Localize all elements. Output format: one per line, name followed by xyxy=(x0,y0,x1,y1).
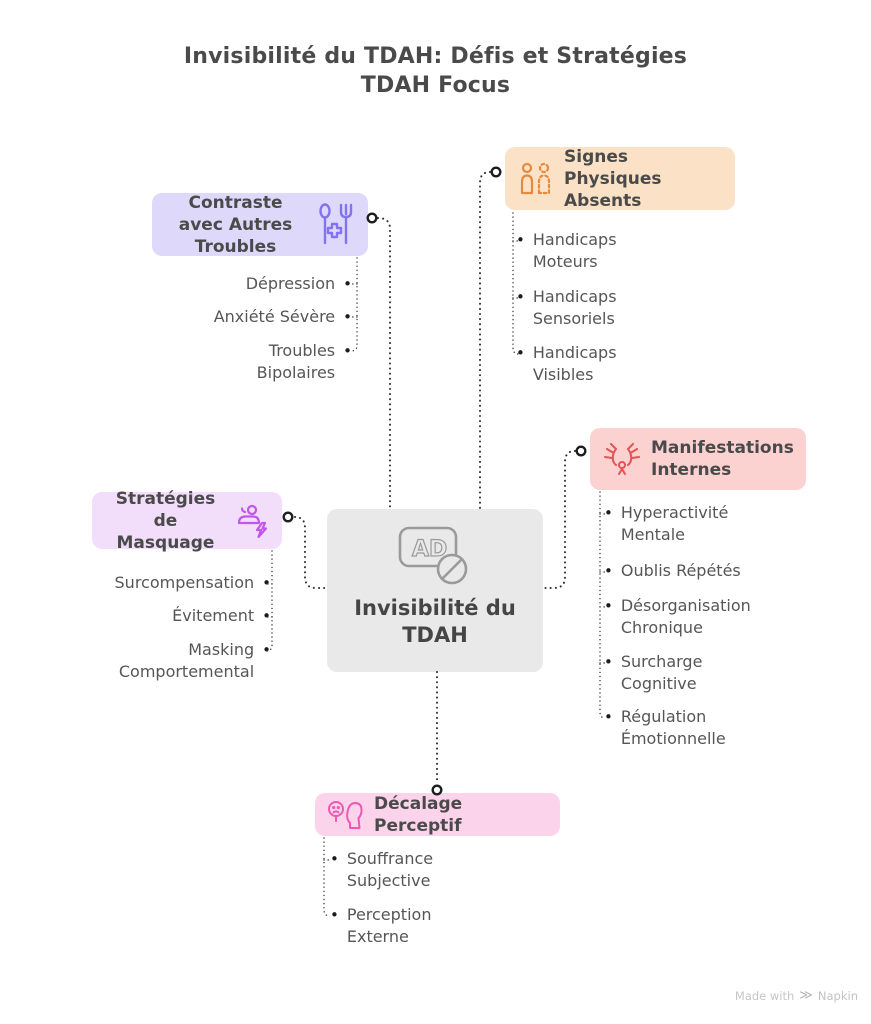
item-text: Régulation Émotionnelle xyxy=(620,707,726,748)
list-item: • Handicaps Visibles xyxy=(516,342,643,386)
made-with-napkin-watermark: Made with ≫ Napkin xyxy=(735,988,858,1003)
ad-prohibited-icon: AD xyxy=(398,526,468,585)
anchor-circle-signes xyxy=(490,166,502,178)
connector-masquage xyxy=(294,516,328,589)
bullet-dot: • xyxy=(343,308,352,326)
branch-node-manifestations: Manifestations Internes xyxy=(590,428,806,490)
sublist-line-contraste xyxy=(350,257,358,352)
center-node-invisibilite-tdah: AD Invisibilité du TDAH xyxy=(327,509,543,672)
diagram-title: Invisibilité du TDAH: Défis et Stratégie… xyxy=(0,42,871,100)
branch-node-masquage: Stratégies de Masquage xyxy=(92,489,282,553)
stress-hands-person-icon xyxy=(603,442,641,476)
item-text: Masking Comportemental xyxy=(118,640,255,681)
bullet-dot: • xyxy=(516,344,525,362)
list-item: Troubles Bipolaires • xyxy=(207,340,352,384)
list-item: • Oublis Répétés xyxy=(604,560,771,582)
list-item: • Handicaps Sensoriels xyxy=(516,286,643,330)
bullet-dot: • xyxy=(343,275,352,293)
list-item: • Souffrance Subjective xyxy=(330,848,457,892)
two-people-lightning-icon xyxy=(237,504,268,538)
list-item: • Surcharge Cognitive xyxy=(604,651,771,695)
item-text: Handicaps Sensoriels xyxy=(532,287,617,328)
bullet-dot: • xyxy=(604,562,613,580)
connector-manifestations xyxy=(542,450,576,589)
item-text: Handicaps Visibles xyxy=(532,343,617,384)
branch-title: Stratégies de Masquage xyxy=(115,488,216,553)
two-people-one-faded-icon xyxy=(520,162,551,194)
item-text: Hyperactivité Mentale xyxy=(620,503,729,544)
bullet-dot: • xyxy=(604,597,613,615)
list-item: Dépression • xyxy=(207,273,352,295)
anchor-circle-contraste xyxy=(366,212,378,224)
sublist-line-masquage xyxy=(265,550,273,652)
branch-title: Décalage Perceptif xyxy=(374,793,463,836)
item-text: Surcharge Cognitive xyxy=(620,652,703,693)
branch-node-contraste: Contraste avec Autres Troubles xyxy=(152,192,368,257)
anchor-circle-masquage xyxy=(282,511,294,523)
branch-node-signes-physiques: Signes Physiques Absents xyxy=(505,146,735,211)
item-text: Oublis Répétés xyxy=(620,561,741,580)
napkin-logo-icon: ≫ xyxy=(799,988,813,1003)
list-item: • Hyperactivité Mentale xyxy=(604,502,771,546)
branch-node-decalage: Décalage Perceptif xyxy=(315,793,560,836)
branch-title: Contraste avec Autres Troubles xyxy=(178,192,293,257)
title-line-2: TDAH Focus xyxy=(360,73,511,98)
list-item: Masking Comportemental • xyxy=(104,639,271,683)
list-item: Anxiété Sévère • xyxy=(207,306,352,328)
watermark-brand: Napkin xyxy=(817,988,858,1003)
list-item: • Régulation Émotionnelle xyxy=(604,706,771,750)
bullet-dot: • xyxy=(330,906,339,924)
item-text: Dépression xyxy=(245,274,336,293)
center-node-label: Invisibilité du TDAH xyxy=(354,596,516,647)
branch-title: Signes Physiques Absents xyxy=(564,146,662,211)
list-item: Évitement • xyxy=(104,605,271,627)
title-line-1: Invisibilité du TDAH: Défis et Stratégie… xyxy=(183,44,688,69)
bullet-dot: • xyxy=(604,708,613,726)
item-text: Troubles Bipolaires xyxy=(256,341,336,382)
watermark-prefix: Made with xyxy=(734,988,795,1003)
bullet-dot: • xyxy=(516,231,525,249)
item-text: Anxiété Sévère xyxy=(213,307,336,326)
bullet-dot: • xyxy=(262,641,271,659)
bullet-dot: • xyxy=(330,850,339,868)
bullet-dot: • xyxy=(343,342,352,360)
list-item: • Perception Externe xyxy=(330,904,457,948)
item-text: Handicaps Moteurs xyxy=(532,230,617,271)
list-item: • Désorganisation Chronique xyxy=(604,595,771,639)
spoon-fork-cross-icon xyxy=(319,202,353,244)
bullet-dot: • xyxy=(262,607,271,625)
bullet-dot: • xyxy=(604,504,613,522)
branch-title: Manifestations Internes xyxy=(651,438,794,480)
connector-contraste xyxy=(377,217,391,510)
item-text: Évitement xyxy=(172,606,255,625)
list-item: Surcompensation • xyxy=(104,572,271,594)
bullet-dot: • xyxy=(262,574,271,592)
item-text: Souffrance Subjective xyxy=(346,849,434,890)
bullet-dot: • xyxy=(516,288,525,306)
bullet-dot: • xyxy=(604,653,613,671)
anchor-circle-manifestations xyxy=(575,445,587,457)
list-item: • Handicaps Moteurs xyxy=(516,229,643,273)
item-text: Désorganisation Chronique xyxy=(620,596,751,637)
item-text: Surcompensation xyxy=(114,573,255,592)
item-text: Perception Externe xyxy=(346,905,432,946)
connector-signes xyxy=(479,171,491,510)
sad-face-head-profile-icon xyxy=(328,800,363,829)
